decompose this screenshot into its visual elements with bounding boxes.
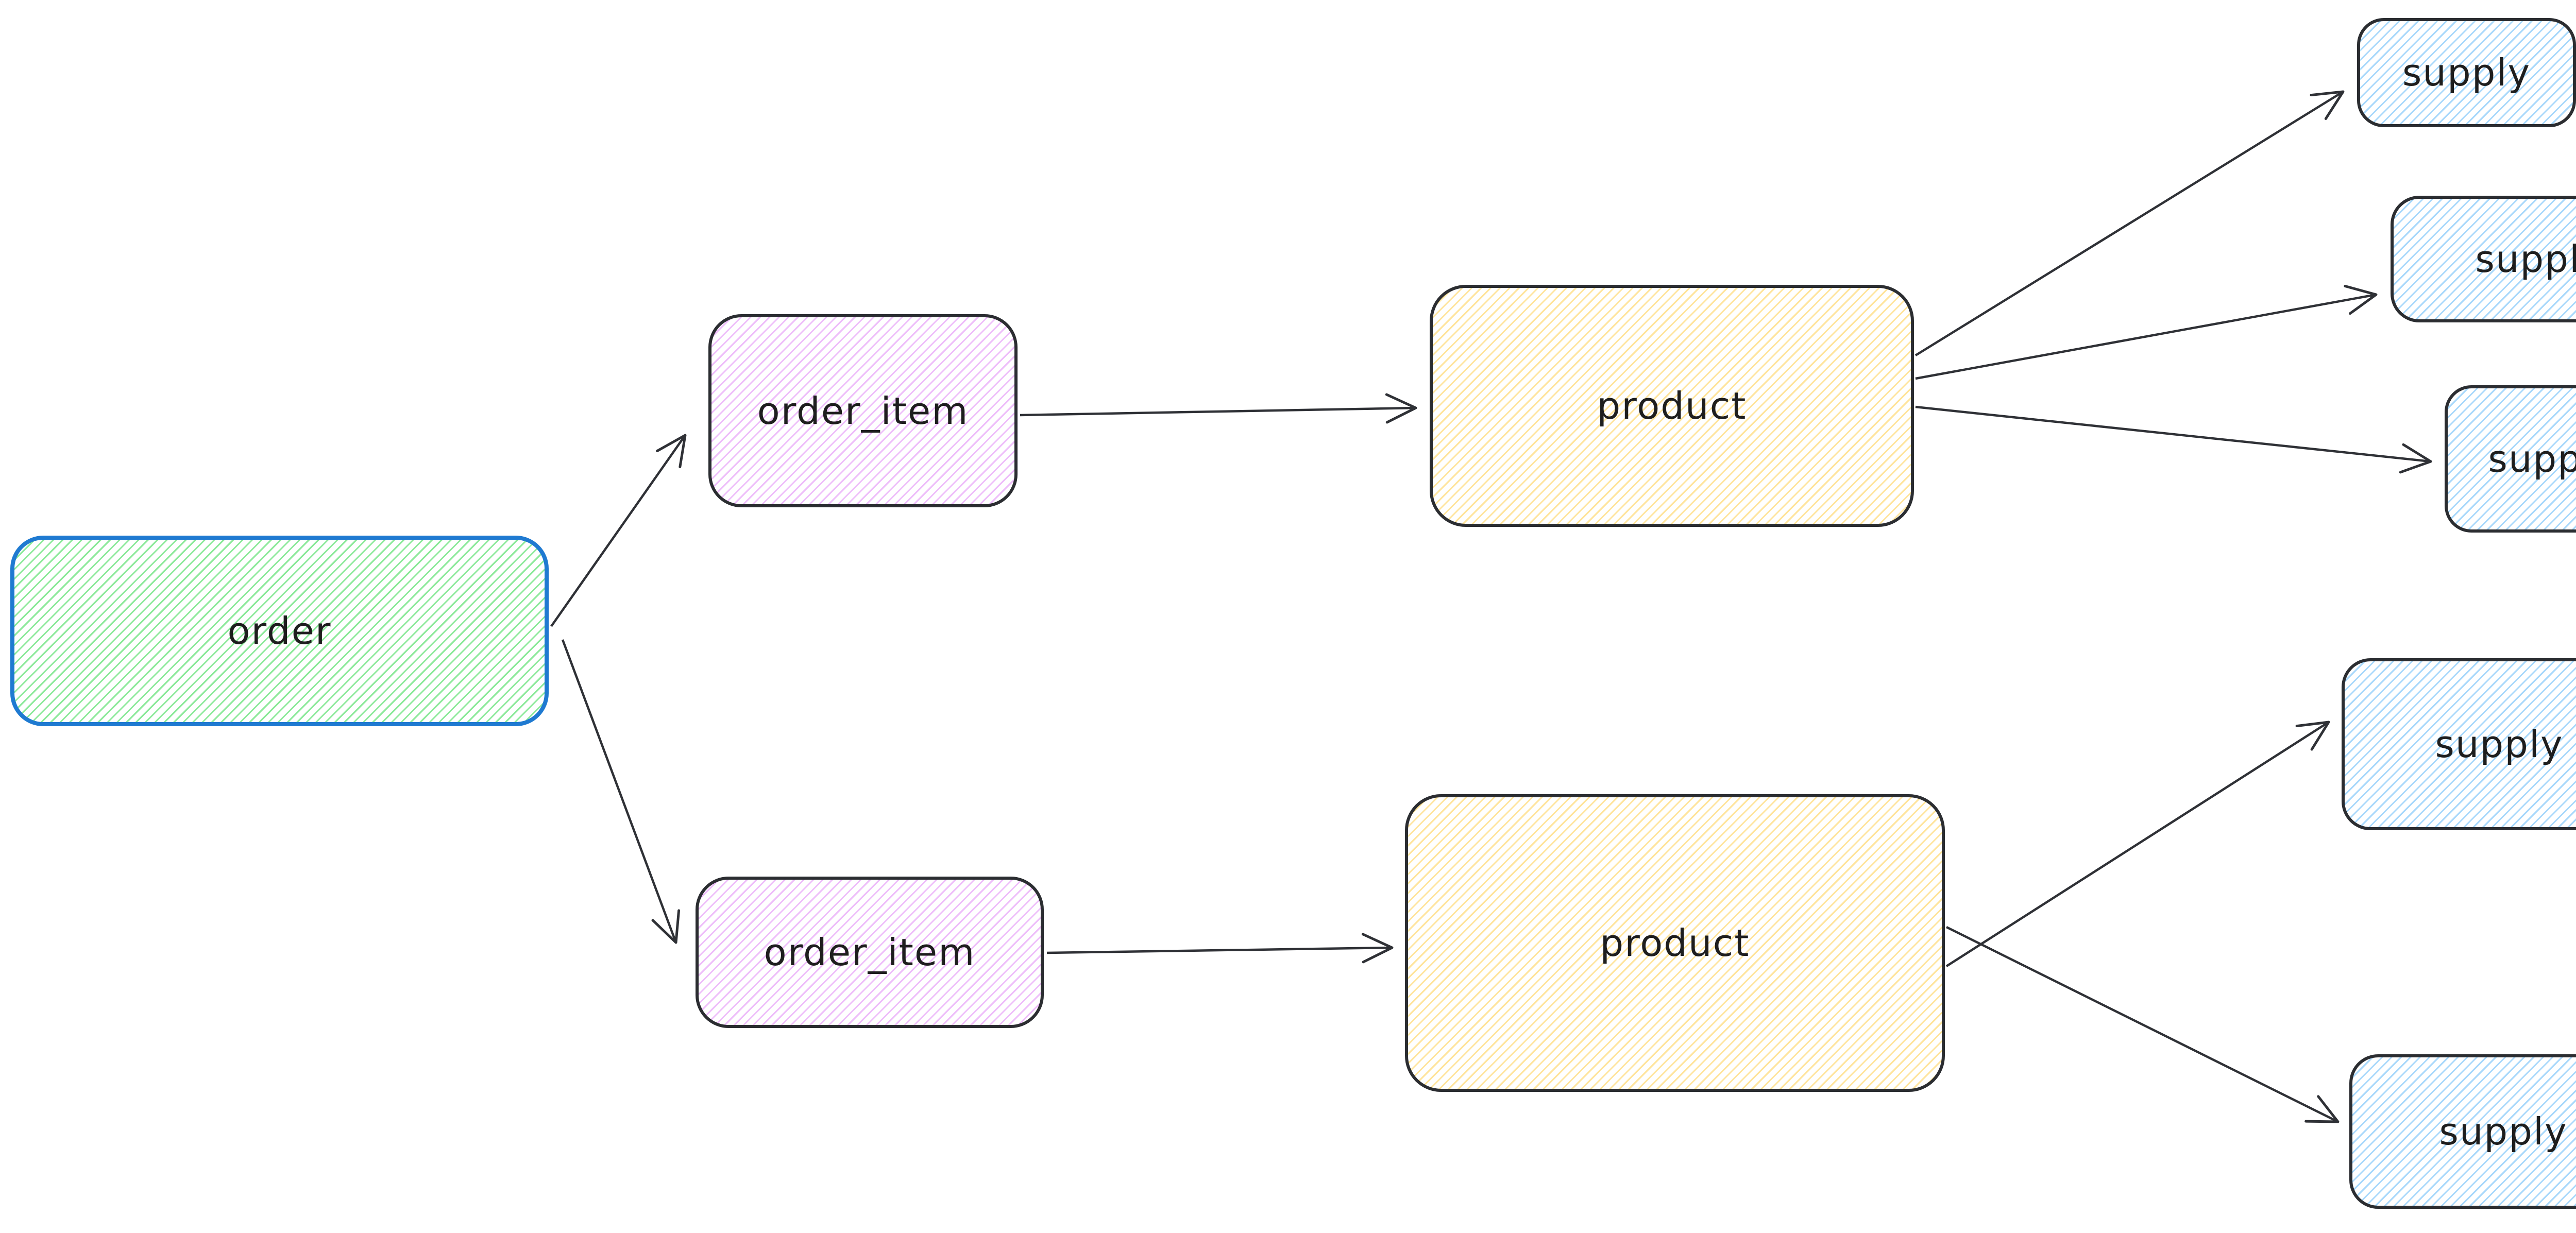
node-product-bottom[interactable]: product [1405,794,1945,1092]
node-order-item-top[interactable]: order_item [708,314,1018,507]
node-order-label: order [227,609,332,653]
node-product-top[interactable]: product [1430,285,1914,527]
arrow-product-top-to-supply-2[interactable] [1915,285,2378,380]
arrow-order-item-bottom-to-product-bottom[interactable] [1046,933,1394,964]
node-supply-bottom-2-label: supply [2439,1110,2568,1153]
node-supply-top-1-label: supply [2402,51,2531,94]
node-product-top-label: product [1597,384,1747,427]
node-order[interactable]: order [10,536,549,726]
node-order-item-bottom-label: order_item [764,931,976,974]
node-supply-top-3[interactable]: supply [2445,385,2576,533]
arrow-order-to-order-item-bottom[interactable] [561,639,681,944]
node-order-item-bottom[interactable]: order_item [696,877,1044,1028]
arrow-order-to-order-item-top[interactable] [550,434,687,627]
node-supply-bottom-1[interactable]: supply [2342,658,2576,830]
node-product-bottom-label: product [1600,921,1750,965]
node-supply-bottom-1-label: supply [2435,723,2564,766]
arrow-product-bottom-to-supply-4[interactable] [1945,721,2330,967]
node-supply-top-1[interactable]: supply [2357,18,2576,127]
node-supply-top-2[interactable]: supply [2391,196,2576,322]
node-order-item-top-label: order_item [757,389,969,433]
arrow-product-top-to-supply-3[interactable] [1915,405,2432,474]
node-supply-top-3-label: supply [2488,437,2576,481]
arrow-order-item-top-to-product-top[interactable] [1020,393,1417,424]
node-supply-top-2-label: supply [2475,237,2576,281]
arrow-product-bottom-to-supply-5[interactable] [1945,926,2340,1123]
node-supply-bottom-2[interactable]: supply [2349,1054,2576,1209]
arrow-product-top-to-supply-1[interactable] [1914,90,2345,356]
